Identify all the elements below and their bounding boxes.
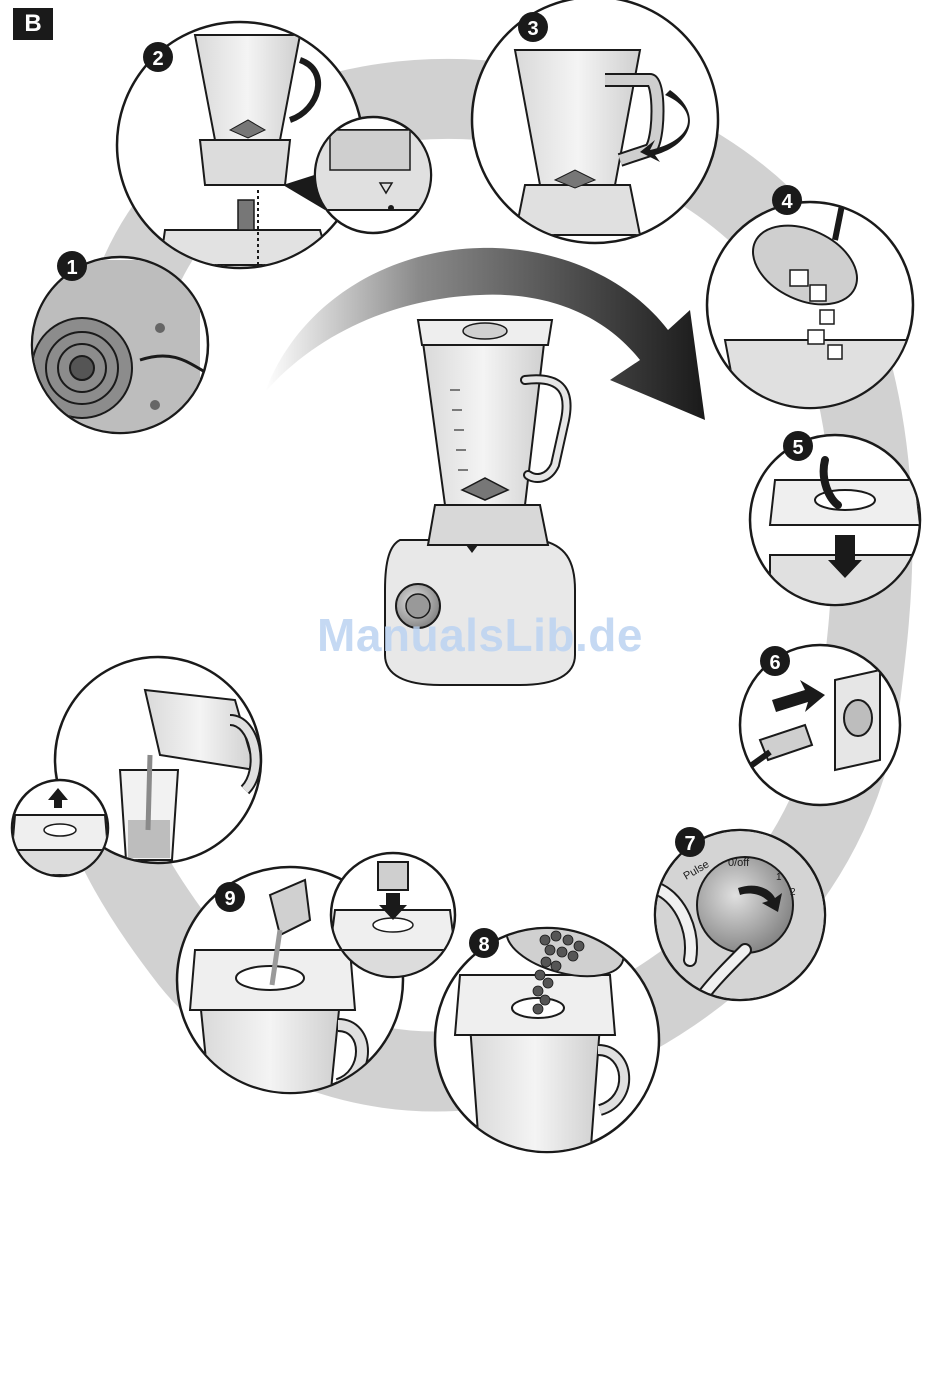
step-8-badge: 8 xyxy=(469,928,499,958)
step-2-badge: 2 xyxy=(143,42,173,72)
step-9-number: 9 xyxy=(224,888,235,910)
remove-lid-panel xyxy=(12,780,108,876)
watermark: ManualsLib.de xyxy=(290,608,670,662)
step-1-panel xyxy=(20,257,208,440)
step-8-number: 8 xyxy=(478,934,489,956)
step-1-number: 1 xyxy=(66,257,77,279)
step-4-badge: 4 xyxy=(772,185,802,215)
step-7-panel: Pulse 0/off 1 2 xyxy=(655,830,825,1000)
dial-one-label: 1 xyxy=(776,872,782,883)
dial-off-label: 0/off xyxy=(728,857,750,869)
rotary-switch-icon: Pulse 0/off 1 2 xyxy=(656,831,824,1000)
step-5-number: 5 xyxy=(792,437,803,459)
step-4-number: 4 xyxy=(781,191,793,213)
step-7-number: 7 xyxy=(684,833,695,855)
step-3-badge: 3 xyxy=(518,12,548,42)
dial-two-label: 2 xyxy=(790,887,796,898)
step-3-number: 3 xyxy=(527,18,538,40)
step-9-badge: 9 xyxy=(215,882,245,912)
step-2-number: 2 xyxy=(152,48,163,70)
step-1-badge: 1 xyxy=(57,251,87,281)
step-5-badge: 5 xyxy=(783,431,813,461)
step-7-badge: 7 xyxy=(675,827,705,857)
step-8-panel xyxy=(435,902,659,1160)
step-6-badge: 6 xyxy=(760,646,790,676)
step-6-number: 6 xyxy=(769,652,780,674)
step-3-panel xyxy=(472,0,718,243)
